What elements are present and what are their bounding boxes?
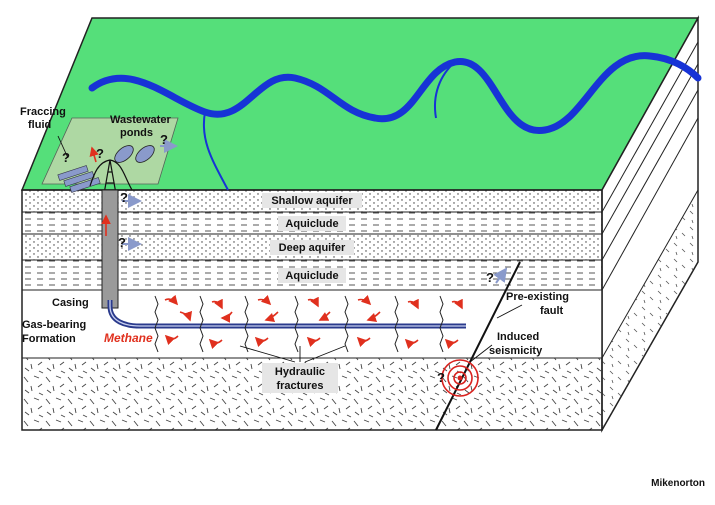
label-fraccing-fluid-2: fluid (28, 119, 51, 131)
river-main (88, 52, 702, 134)
label-methane: Methane (104, 331, 153, 345)
label-deep-aquifer: Deep aquifer (279, 242, 346, 254)
label-seismicity-1: Induced (497, 331, 539, 343)
image-credit: Mikenorton (651, 478, 705, 489)
side-rock-hatch (602, 190, 698, 430)
wastewater-ponds (114, 145, 155, 163)
contamination-arrows (89, 146, 111, 236)
label-aquiclude-1: Aquiclude (285, 218, 338, 230)
bg-hydraulic-fractures (262, 363, 338, 393)
label-wastewater-1: Wastewater (110, 114, 171, 126)
bg-shallow-aquifer (262, 193, 362, 208)
question-mark-rig: ? (96, 146, 104, 161)
side-layer-lines (601, 41, 699, 359)
label-seismicity-2: seismicity (489, 345, 543, 357)
hydraulic-fracture-lines (154, 295, 444, 353)
fluid-tanks (57, 165, 101, 193)
fault-label-leader (496, 304, 523, 319)
question-mark-shallow: ? (120, 190, 128, 205)
river-tributary-right (434, 61, 456, 119)
label-casing: Casing (52, 297, 89, 309)
methane-flow-arrows (164, 294, 463, 350)
label-gas-bearing-1: Gas-bearing (22, 319, 86, 331)
river-tributary-left (202, 111, 229, 191)
label-hydraulic-1: Hydraulic (275, 366, 325, 378)
label-fault-2: fault (540, 305, 564, 317)
seismicity-label-leader (469, 344, 493, 363)
label-gas-bearing-2: Formation (22, 333, 76, 345)
question-mark-ponds: ? (160, 132, 168, 147)
label-hydraulic-2: fractures (276, 380, 323, 392)
well-site-pad (41, 117, 179, 185)
front-face-outline (21, 189, 603, 431)
label-fault-1: Pre-existing (506, 291, 569, 303)
well-casing (101, 189, 119, 309)
leak-arrows (122, 139, 508, 284)
seismic-rings (441, 359, 479, 397)
bg-aquiclude-1 (278, 216, 346, 231)
fluid-pointer (57, 135, 69, 159)
question-mark-fault: ? (486, 270, 494, 285)
question-mark-fluid: ? (62, 150, 70, 165)
drilling-rig (89, 159, 133, 195)
fracture-label-leaders (239, 345, 346, 363)
label-shallow-aquifer: Shallow aquifer (271, 195, 353, 207)
bg-aquiclude-2 (278, 268, 346, 283)
label-wastewater-2: ponds (120, 127, 153, 139)
question-mark-deep: ? (118, 235, 126, 250)
pre-existing-fault (435, 261, 521, 431)
label-fraccing-fluid-1: Fraccing (20, 106, 66, 118)
bg-deep-aquifer (270, 240, 354, 255)
seismic-focus (457, 375, 463, 381)
front-layer-lines (22, 211, 602, 359)
question-mark-seismic: ? (437, 370, 445, 385)
label-aquiclude-2: Aquiclude (285, 270, 338, 282)
